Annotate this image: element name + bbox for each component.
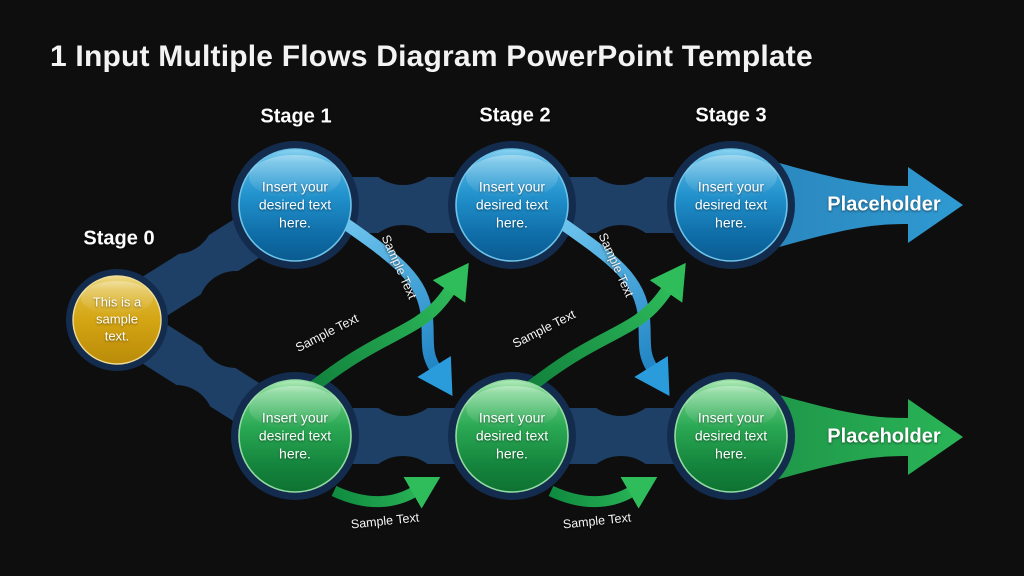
stage-label-1: Stage 1	[260, 105, 332, 128]
output-label-bottom: Placeholder	[827, 425, 941, 448]
stage-label-2: Stage 2	[479, 104, 551, 127]
node-stage3-bottom-text: Insert your desired text here.	[694, 409, 768, 463]
flow-arrow-bottom-1	[331, 477, 441, 509]
node-stage1-bottom-text: Insert your desired text here.	[258, 409, 332, 463]
flow-arrow-bottom-2	[548, 477, 658, 509]
node-stage2-top-text: Insert your desired text here.	[475, 178, 549, 232]
node-input-text: This is a sample text.	[92, 294, 142, 344]
output-label-top: Placeholder	[827, 193, 941, 216]
flow-arrow-green-2	[515, 262, 686, 401]
stage-label-3: Stage 3	[695, 104, 767, 127]
node-stage3-top-text: Insert your desired text here.	[694, 178, 768, 232]
node-stage2-bottom-text: Insert your desired text here.	[475, 409, 549, 463]
node-stage1-top-text: Insert your desired text here.	[258, 178, 332, 232]
slide-title: 1 Input Multiple Flows Diagram PowerPoin…	[50, 40, 813, 73]
flow-arrows	[298, 217, 686, 509]
connector-notches	[138, 101, 663, 540]
flow-arrow-blue-1	[339, 217, 453, 396]
flow-arrow-blue-2	[556, 217, 670, 396]
output-arrow-top	[742, 152, 963, 258]
flow-arrow-green-1	[298, 262, 469, 401]
output-arrow-bottom	[742, 384, 963, 490]
stage-label-0: Stage 0	[83, 227, 155, 250]
gloss-highlights	[81, 155, 777, 430]
